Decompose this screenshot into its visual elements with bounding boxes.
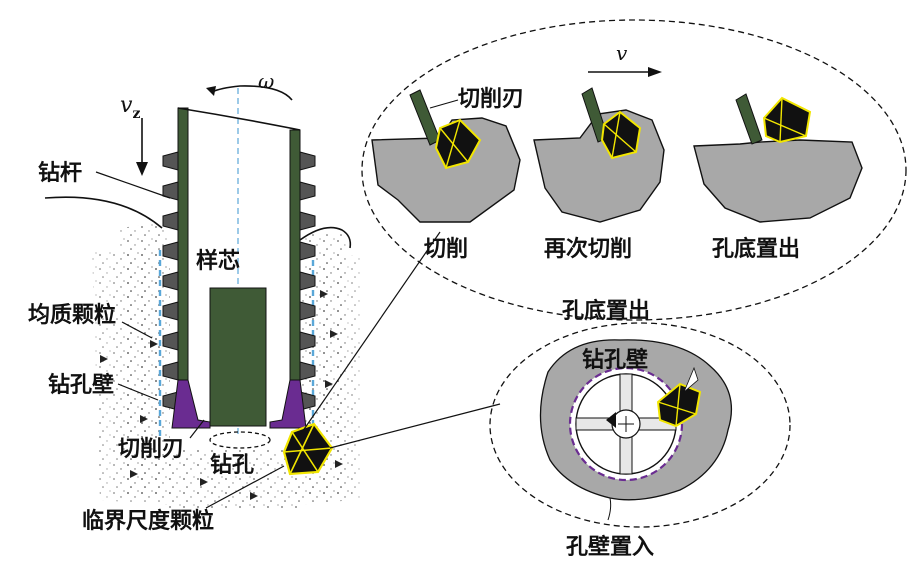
label-stage-bottom-eject: 孔底置出: [712, 236, 800, 262]
label-cutting-edge: 切削刃: [118, 437, 184, 462]
label-wall-embed: 孔壁置入: [566, 534, 654, 560]
label-borehole-wall: 钻孔壁: [48, 372, 114, 398]
label-borehole: 钻孔: [210, 452, 254, 478]
label-borehole-wall-inset: 钻孔壁: [582, 347, 648, 373]
label-bottom-eject-title: 孔底置出: [562, 298, 650, 324]
connector-top: [297, 231, 441, 439]
omega-arrow: [211, 85, 293, 101]
v-label: v: [616, 41, 628, 65]
label-stage-recut: 再次切削: [544, 236, 632, 262]
label-critical-particle: 临界尺度颗粒: [82, 508, 214, 534]
inset-borehole-wall: [489, 322, 791, 528]
rock-stage-eject: [693, 139, 863, 223]
borehole-ellipse: [209, 431, 271, 449]
vz-label: vz: [120, 93, 140, 122]
label-stage-cut: 切削: [424, 237, 468, 262]
critical-particle: [282, 422, 334, 476]
connector-bottom: [329, 403, 501, 449]
drill-rod: [162, 107, 316, 429]
label-drill-rod: 钻杆: [38, 160, 82, 186]
inset-cutting-stages: v 切削刃 切削 再次切削 孔底置出: [361, 19, 907, 321]
label-homogeneous-particles: 均质颗粒: [28, 302, 116, 328]
label-cutting-edge-top: 切削刃: [458, 87, 524, 112]
label-sample-core: 样芯: [196, 248, 240, 274]
sample-core: [209, 287, 267, 427]
omega-label: ω: [258, 69, 274, 93]
